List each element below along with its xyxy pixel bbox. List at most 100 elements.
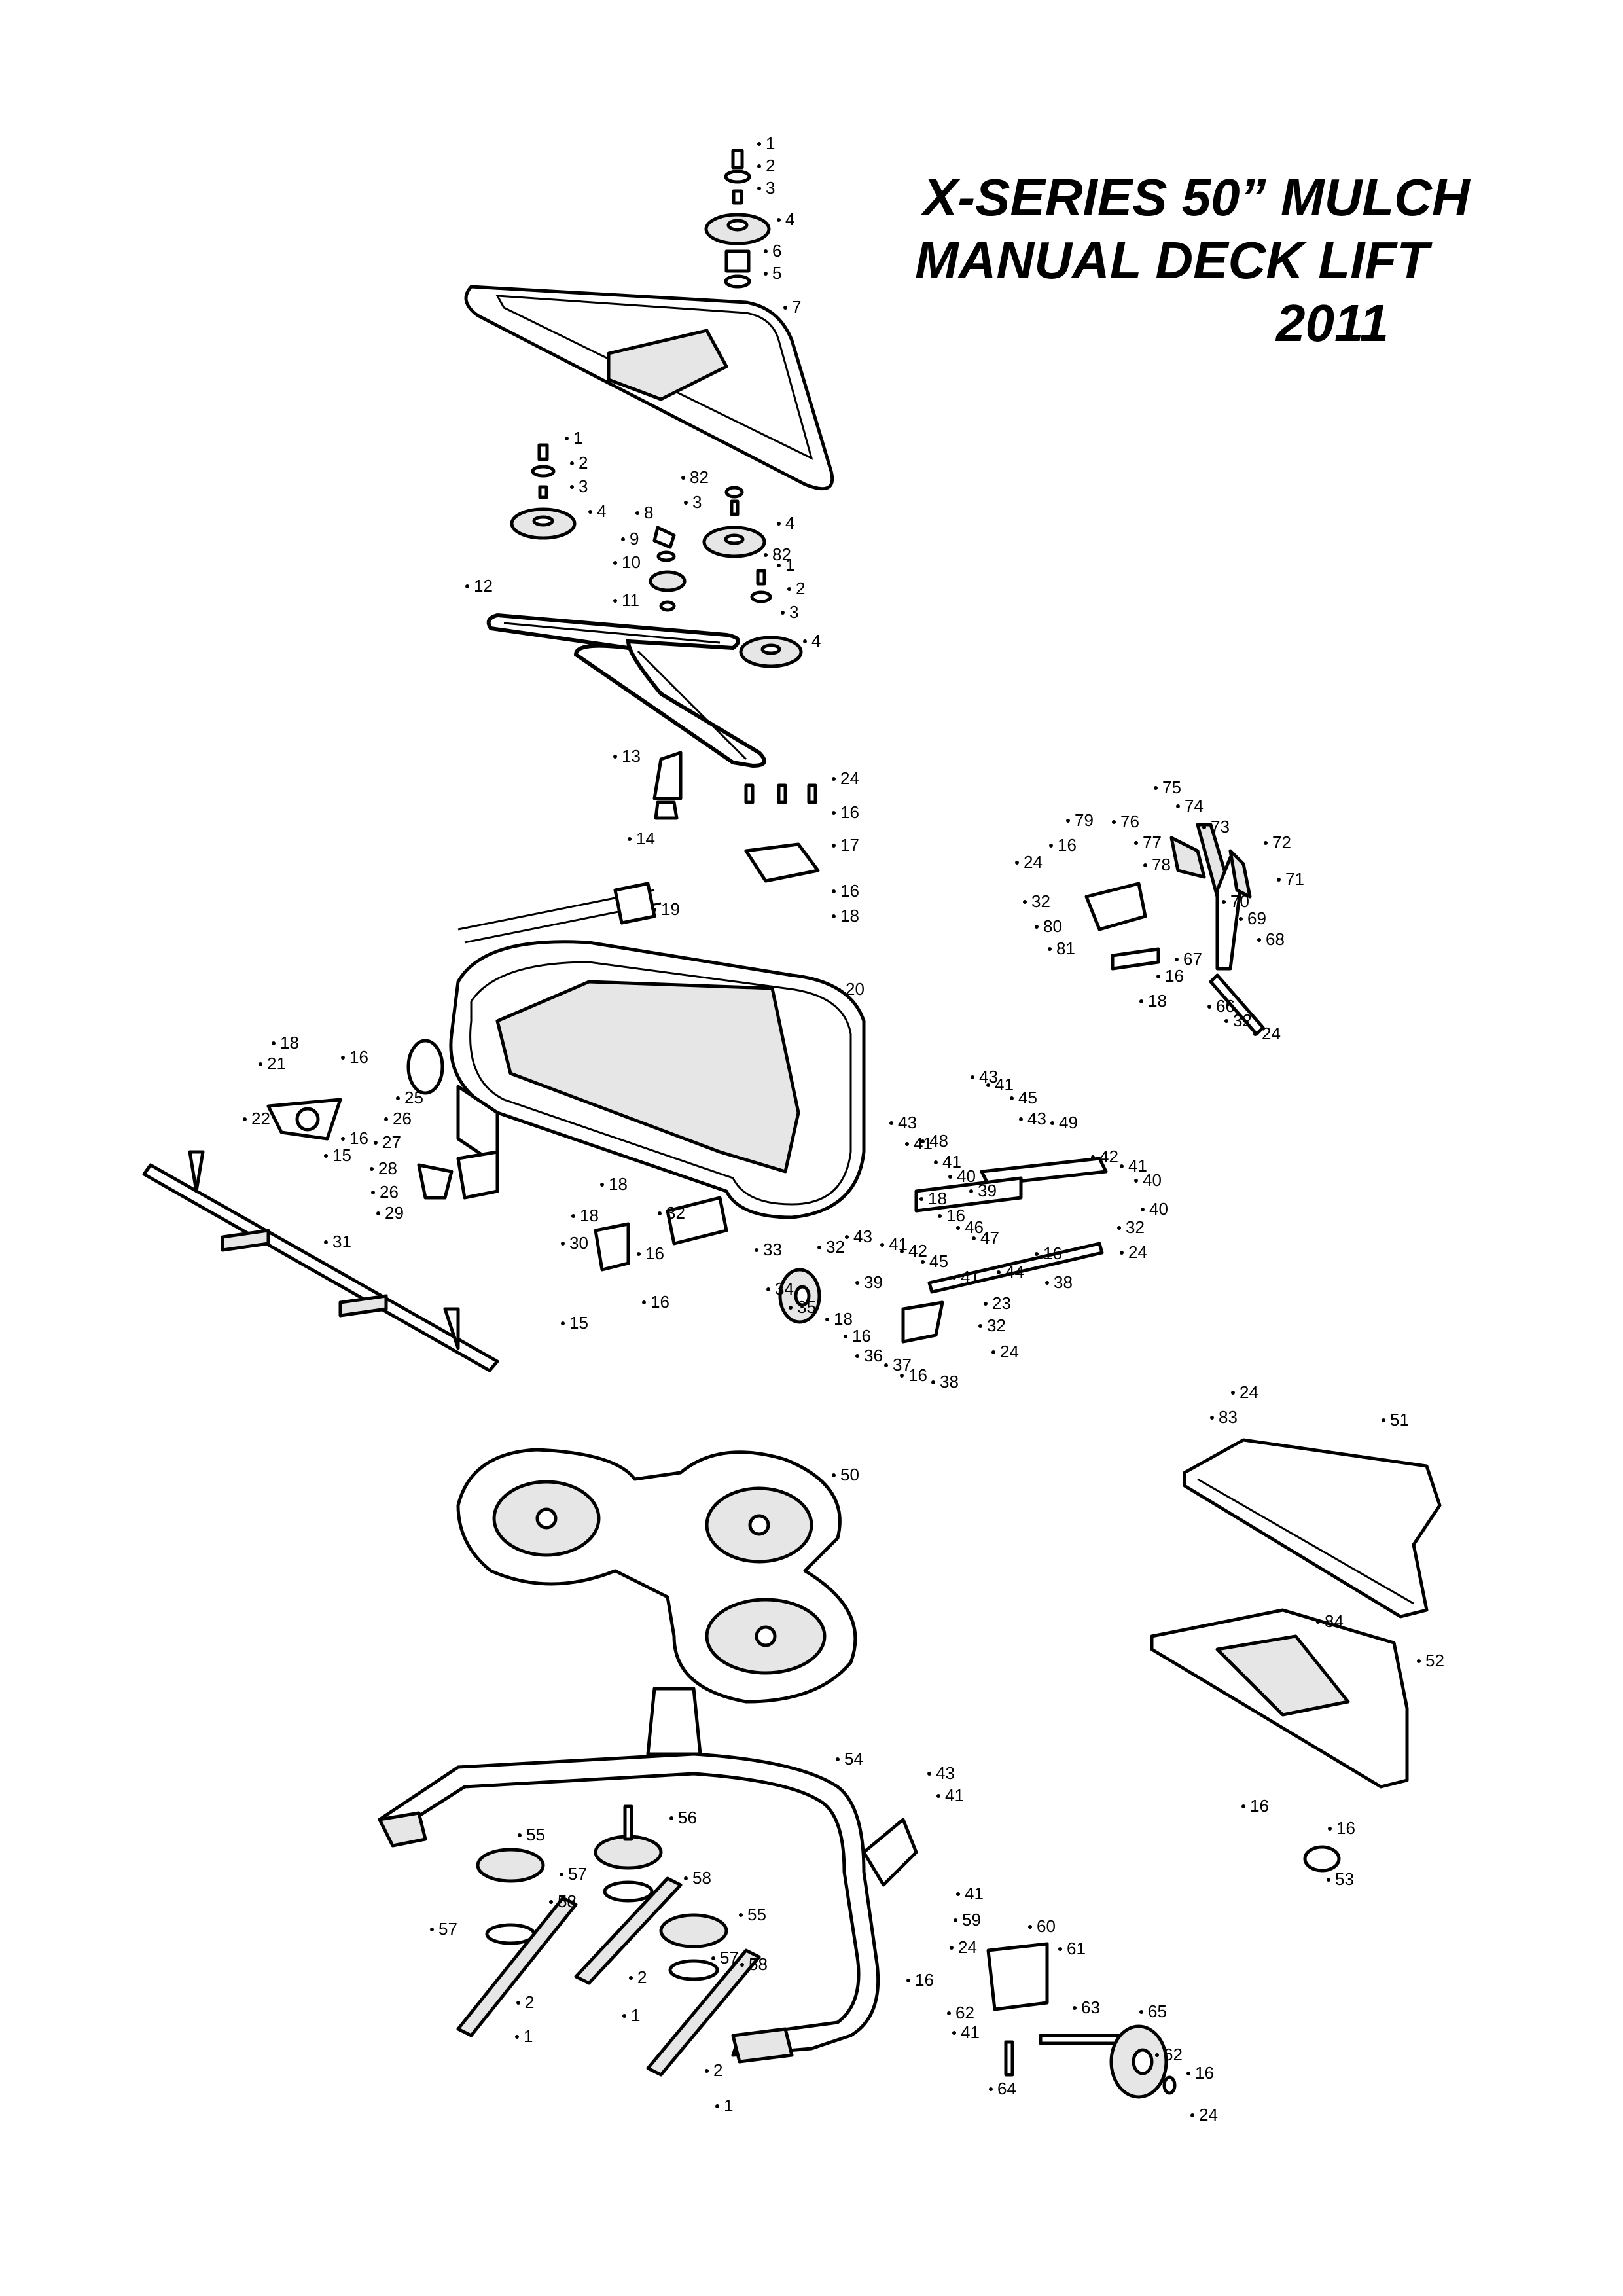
callout-leader-dot: [764, 272, 768, 276]
callout-leader-dot: [947, 2011, 951, 2015]
callout-73: 73: [1202, 817, 1230, 836]
bracket-13: [652, 751, 683, 800]
callout-number: 27: [382, 1132, 401, 1152]
callout-56: 56: [669, 1808, 697, 1827]
callout-number: 50: [840, 1465, 859, 1484]
callout-37: 37: [884, 1355, 912, 1374]
callout-leader-dot: [1028, 1925, 1032, 1929]
callout-32: 32: [1023, 891, 1050, 911]
callout-16: 16: [1049, 835, 1077, 855]
callout-64: 64: [989, 2079, 1016, 2098]
callout-3: 3: [684, 492, 702, 512]
callout-1: 1: [515, 2026, 533, 2046]
callout-leader-dot: [1222, 900, 1226, 904]
callout-number: 16: [946, 1206, 965, 1225]
callout-number: 6: [772, 241, 781, 260]
callout-leader-dot: [880, 1243, 884, 1247]
callout-leader-dot: [936, 1794, 940, 1798]
callout-16: 16: [341, 1128, 368, 1148]
callout-number: 32: [666, 1203, 685, 1223]
callout-leader-dot: [669, 1816, 673, 1820]
callout-40: 40: [1134, 1170, 1162, 1190]
callout-18: 18: [600, 1174, 628, 1194]
callout-number: 16: [908, 1365, 927, 1385]
top-spindle-stack: [704, 149, 771, 289]
callout-leader-dot: [971, 1075, 974, 1079]
callout-number: 18: [280, 1033, 299, 1052]
callout-leader-dot: [324, 1240, 328, 1244]
callout-leader-dot: [561, 1242, 565, 1246]
callout-leader-dot: [832, 914, 836, 918]
callout-number: 4: [785, 513, 794, 533]
callout-29: 29: [376, 1203, 404, 1223]
callout-leader-dot: [921, 1260, 925, 1264]
callout-number: 58: [749, 1954, 768, 1974]
callout-3: 3: [781, 602, 798, 622]
callout-4: 4: [588, 501, 606, 521]
callout-36: 36: [855, 1346, 883, 1365]
callout-leader-dot: [855, 1281, 859, 1285]
callout-43: 43: [845, 1227, 872, 1246]
callout-leader-dot: [934, 1160, 938, 1164]
callout-number: 16: [1058, 835, 1077, 855]
callout-leader-dot: [629, 1976, 633, 1980]
callout-number: 24: [840, 768, 859, 788]
lift-handle-assembly: [1084, 823, 1265, 1036]
callout-leader-dot: [1049, 844, 1053, 848]
callout-number: 62: [955, 2003, 974, 2022]
callout-41: 41: [880, 1234, 908, 1254]
callout-number: 24: [958, 1937, 977, 1957]
callout-number: 15: [569, 1313, 588, 1333]
callout-32: 32: [817, 1237, 845, 1257]
callout-number: 24: [1262, 1024, 1281, 1043]
callout-leader-dot: [989, 2087, 993, 2091]
callout-leader-dot: [515, 2035, 519, 2039]
callout-43: 43: [889, 1113, 917, 1132]
callout-number: 16: [1195, 2063, 1214, 2083]
callout-leader-dot: [1156, 975, 1160, 978]
callout-leader-dot: [565, 437, 569, 440]
callout-number: 16: [349, 1128, 368, 1148]
callout-13: 13: [613, 746, 641, 766]
callout-number: 47: [980, 1228, 999, 1247]
callout-1: 1: [565, 428, 582, 448]
callout-number: 2: [796, 579, 805, 598]
callout-leader-dot: [1224, 1019, 1228, 1023]
callout-10: 10: [613, 552, 641, 572]
callout-leader-dot: [613, 755, 617, 759]
callout-number: 16: [915, 1970, 934, 1990]
plate-51: [1183, 1438, 1442, 1619]
callout-leader-dot: [952, 2031, 956, 2035]
callout-4: 4: [777, 209, 794, 229]
callout-32: 32: [658, 1203, 685, 1223]
callout-number: 83: [1219, 1407, 1238, 1427]
callout-38: 38: [931, 1372, 959, 1391]
callout-leader-dot: [341, 1056, 345, 1060]
callout-77: 77: [1134, 833, 1162, 852]
callout-number: 24: [1199, 2105, 1218, 2125]
callout-number: 41: [945, 1785, 964, 1805]
callout-41: 41: [956, 1884, 984, 1903]
callout-leader-dot: [1048, 947, 1052, 951]
callout-leader-dot: [272, 1041, 276, 1045]
callout-number: 81: [1056, 939, 1075, 958]
front-gauge-rod: [142, 1150, 499, 1372]
callout-12: 12: [465, 576, 493, 596]
callout-number: 45: [1018, 1088, 1037, 1107]
callout-65: 65: [1139, 2001, 1167, 2021]
callout-number: 55: [747, 1905, 766, 1924]
callout-66: 66: [1207, 996, 1235, 1016]
callout-33: 33: [755, 1240, 782, 1259]
callout-58: 58: [740, 1954, 768, 1974]
callout-number: 51: [1390, 1410, 1409, 1429]
callout-48: 48: [921, 1131, 948, 1151]
callout-24: 24: [1120, 1242, 1147, 1262]
callout-number: 64: [997, 2079, 1016, 2098]
callout-leader-dot: [1264, 841, 1268, 845]
callout-leader-dot: [1186, 2072, 1190, 2075]
callout-55: 55: [518, 1825, 545, 1844]
callout-leader-dot: [570, 485, 574, 489]
callout-1: 1: [622, 2005, 640, 2025]
callout-2: 2: [570, 453, 588, 473]
callout-number: 41: [995, 1075, 1014, 1094]
